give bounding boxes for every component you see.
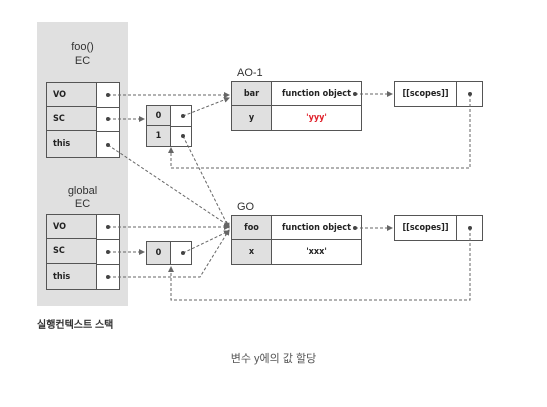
foo-scope-chain-item-1: 1 xyxy=(147,126,171,146)
global-ec-vo-pointer xyxy=(97,215,119,240)
arrow-bar-scopes-loop xyxy=(168,94,471,169)
go-value-x: 'xxx' xyxy=(306,247,327,257)
foo-ec-subtitle: EC xyxy=(74,55,91,67)
global-ec-sc-label: SC xyxy=(47,239,97,264)
global-ec-title: global xyxy=(67,185,98,197)
arrow-global-list0-to-go xyxy=(182,230,230,254)
foo-ec-vo-pointer xyxy=(97,83,119,108)
ao-value-bar: function object xyxy=(272,82,361,106)
ao-key-y: y xyxy=(232,106,272,130)
go-key-x: x xyxy=(232,240,272,264)
foo-ec-sc-label: SC xyxy=(47,107,97,131)
foo-ec-sc-pointer xyxy=(97,107,119,132)
go-value-foo: function object xyxy=(272,216,361,240)
arrow-global-this-to-go xyxy=(108,229,230,278)
global-scope-chain-item-0: 0 xyxy=(147,242,171,264)
arrow-list1-to-go xyxy=(182,135,230,229)
arrow-foo-scopes-loop xyxy=(168,228,471,301)
ao-key-bar: bar xyxy=(232,82,272,106)
foo-ec-title: foo() xyxy=(71,41,94,53)
arrow-foo-this-to-go xyxy=(107,144,230,227)
arrow-list0-to-ao xyxy=(182,97,230,117)
global-ec-this-label: this xyxy=(47,264,97,289)
ec-stack-caption: 실행컨텍스트 스택 xyxy=(37,320,114,331)
ao-value-y: 'yyy' xyxy=(306,113,327,123)
figure-caption: 변수 y에의 값 할당 xyxy=(230,353,317,365)
foo-ec-vo-label: VO xyxy=(47,83,97,107)
foo-scopes-label: [[scopes]] xyxy=(395,216,457,240)
bar-scopes-label: [[scopes]] xyxy=(395,82,457,106)
foo-scope-chain-item-0: 0 xyxy=(147,106,171,126)
global-ec-sc-pointer xyxy=(97,239,119,265)
foo-ec-this-label: this xyxy=(47,131,97,157)
go-key-foo: foo xyxy=(232,216,272,240)
go-label: GO xyxy=(237,201,255,213)
global-ec-vo-label: VO xyxy=(47,215,97,239)
foo-scope-chain-divider xyxy=(171,126,191,127)
global-ec-subtitle: EC xyxy=(74,198,91,210)
ao-label: AO-1 xyxy=(237,67,263,79)
